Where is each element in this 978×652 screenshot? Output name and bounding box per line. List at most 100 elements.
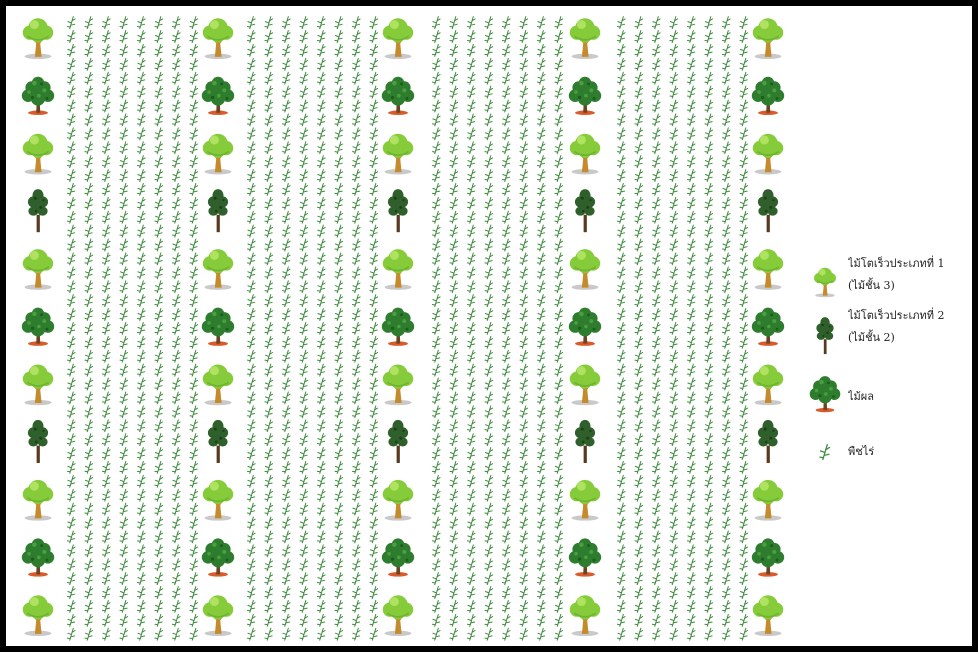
field-crop: [652, 142, 660, 154]
field-crop: [370, 281, 378, 293]
fruit-tree: [752, 538, 784, 576]
field-crop: [352, 531, 360, 543]
field-crop: [485, 489, 493, 501]
field-crop: [555, 17, 563, 29]
field-crop: [137, 156, 145, 168]
field-crop: [740, 44, 748, 56]
field-crop: [137, 309, 145, 321]
field-crop: [687, 253, 695, 265]
field-crop: [555, 489, 563, 501]
field-crop: [537, 475, 545, 487]
field-crop: [502, 86, 510, 98]
field-crop: [247, 197, 255, 209]
field-crop: [172, 170, 180, 182]
field-crop: [265, 448, 273, 460]
field-crop: [687, 142, 695, 154]
field-crop: [190, 156, 198, 168]
field-crop: [247, 183, 255, 195]
field-crop: [282, 183, 290, 195]
field-crop: [190, 364, 198, 376]
field-crop: [555, 225, 563, 237]
field-crop: [85, 114, 93, 126]
field-crop: [120, 336, 128, 348]
field-crop: [247, 378, 255, 390]
field-crop: [352, 72, 360, 84]
field-crop: [705, 475, 713, 487]
field-crop: [247, 170, 255, 182]
field-crop: [102, 573, 110, 585]
field-crop: [120, 531, 128, 543]
field-crop: [555, 517, 563, 529]
field-crop: [352, 559, 360, 571]
field-crop: [450, 170, 458, 182]
field-crop: [137, 434, 145, 446]
field-crop: [67, 503, 75, 515]
field-crop: [155, 142, 163, 154]
field-crop: [335, 614, 343, 626]
field-crop: [265, 559, 273, 571]
field-crop: [155, 156, 163, 168]
field-crop: [102, 86, 110, 98]
field-crop: [85, 489, 93, 501]
field-crop: [85, 267, 93, 279]
field-crop: [485, 364, 493, 376]
field-crop: [120, 211, 128, 223]
field-crop: [335, 197, 343, 209]
field-crop: [652, 225, 660, 237]
field-crop: [137, 295, 145, 307]
field-crop: [120, 239, 128, 251]
field-crop: [617, 225, 625, 237]
field-crop: [370, 58, 378, 70]
field-crop: [740, 58, 748, 70]
field-crop: [335, 58, 343, 70]
field-crop: [432, 295, 440, 307]
field-crop: [502, 545, 510, 557]
field-crop: [67, 461, 75, 473]
field-crop: [520, 531, 528, 543]
field-crop: [265, 600, 273, 612]
field-crop: [370, 378, 378, 390]
field-crop: [432, 322, 440, 334]
field-crop: [370, 573, 378, 585]
fruit-tree: [202, 538, 234, 576]
field-crop: [370, 44, 378, 56]
field-crop: [85, 72, 93, 84]
field-crop: [282, 378, 290, 390]
field-crop: [740, 309, 748, 321]
field-crop: [172, 253, 180, 265]
field-crop: [172, 378, 180, 390]
field-crop: [537, 128, 545, 140]
field-crop: [635, 420, 643, 432]
field-crop-icon: [819, 444, 831, 460]
field-crop: [102, 114, 110, 126]
field-crop: [722, 239, 730, 251]
field-crop: [652, 31, 660, 43]
field-crop: [317, 600, 325, 612]
field-crop: [155, 44, 163, 56]
field-crop: [155, 197, 163, 209]
field-crop: [687, 128, 695, 140]
field-crop: [485, 253, 493, 265]
field-crop: [555, 31, 563, 43]
field-crop: [67, 600, 75, 612]
field-crop: [635, 183, 643, 195]
field-crop: [555, 170, 563, 182]
field-crop: [687, 628, 695, 640]
field-crop: [85, 225, 93, 237]
field-crop: [265, 142, 273, 154]
field-crop: [722, 461, 730, 473]
field-crop: [335, 17, 343, 29]
field-crop: [265, 239, 273, 251]
field-crop: [265, 392, 273, 404]
field-crop: [537, 392, 545, 404]
field-crop: [450, 156, 458, 168]
field-crop: [85, 420, 93, 432]
field-crop: [172, 364, 180, 376]
field-crop: [67, 170, 75, 182]
field-crop: [102, 142, 110, 154]
field-crop: [502, 392, 510, 404]
fast-growing-tree-type1: [383, 364, 413, 405]
field-crop: [317, 267, 325, 279]
field-crop: [370, 434, 378, 446]
field-crop: [652, 72, 660, 84]
